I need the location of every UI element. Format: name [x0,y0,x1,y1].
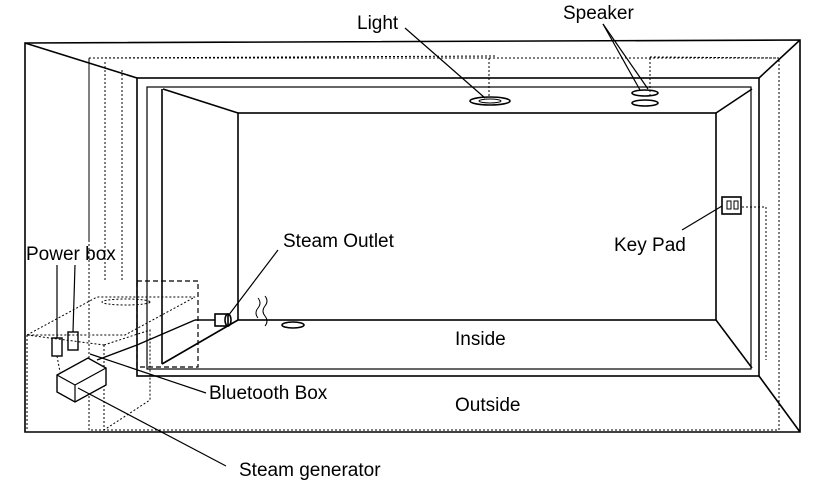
power-box-1 [51,337,63,357]
leader-keypad [681,205,723,231]
steam-outlet-nozzle [224,313,232,327]
outer-corner-line-tr [758,39,801,79]
inside-room-frame-outer [136,77,760,377]
speaker-1 [631,89,659,97]
leader-light [404,27,486,99]
back-wall [237,112,717,321]
outside-box-top [26,296,196,336]
outer-corner-line-tl [24,42,138,79]
perspective-line-bl [161,319,239,365]
steam-outlet-label: Steam Outlet [283,231,394,252]
leader-power-box-2 [72,264,76,333]
inside-room-frame-inner [146,86,752,370]
leader-steam-generator [77,387,227,467]
perspective-line-br [715,319,753,369]
speaker-label: Speaker [563,3,634,24]
steam-wave-2 [262,295,268,327]
steam-generator-block [56,357,107,403]
keypad-device [721,196,742,215]
light-fixture-inner [478,98,502,104]
bluetooth-box-label: Bluetooth Box [209,383,328,404]
leader-steam-outlet [227,249,279,317]
light-fixture [469,96,511,106]
keypad-device-inner-2 [733,200,739,210]
outer-corner-line-br [758,375,801,433]
bluetooth-area-dashed [136,280,199,368]
power-wire [56,355,61,373]
keypad-wire-dotted [742,206,767,360]
generator-wire [96,319,196,361]
floor-drain [281,321,305,329]
speaker-2 [631,99,659,107]
perspective-line-tr [715,88,753,114]
inside-label: Inside [455,329,506,350]
light-label: Light [357,13,399,34]
leader-speaker-2 [602,23,649,90]
outside-box-hole [101,298,151,306]
outside-label: Outside [455,395,521,416]
steam-wave-1 [255,297,261,319]
outside-box-front [26,334,105,346]
leader-speaker-1 [602,23,641,91]
steam-generator-label: Steam generator [239,460,381,481]
perspective-line-tl [162,88,239,114]
key-pad-label: Key Pad [614,235,686,256]
outside-box-wall [103,329,151,431]
top-dotted-2 [649,56,780,59]
outside-dotted-frame [88,57,780,431]
keypad-device-inner [726,200,732,210]
power-box-label: Power box [26,244,116,265]
leader-bluetooth [89,353,207,394]
